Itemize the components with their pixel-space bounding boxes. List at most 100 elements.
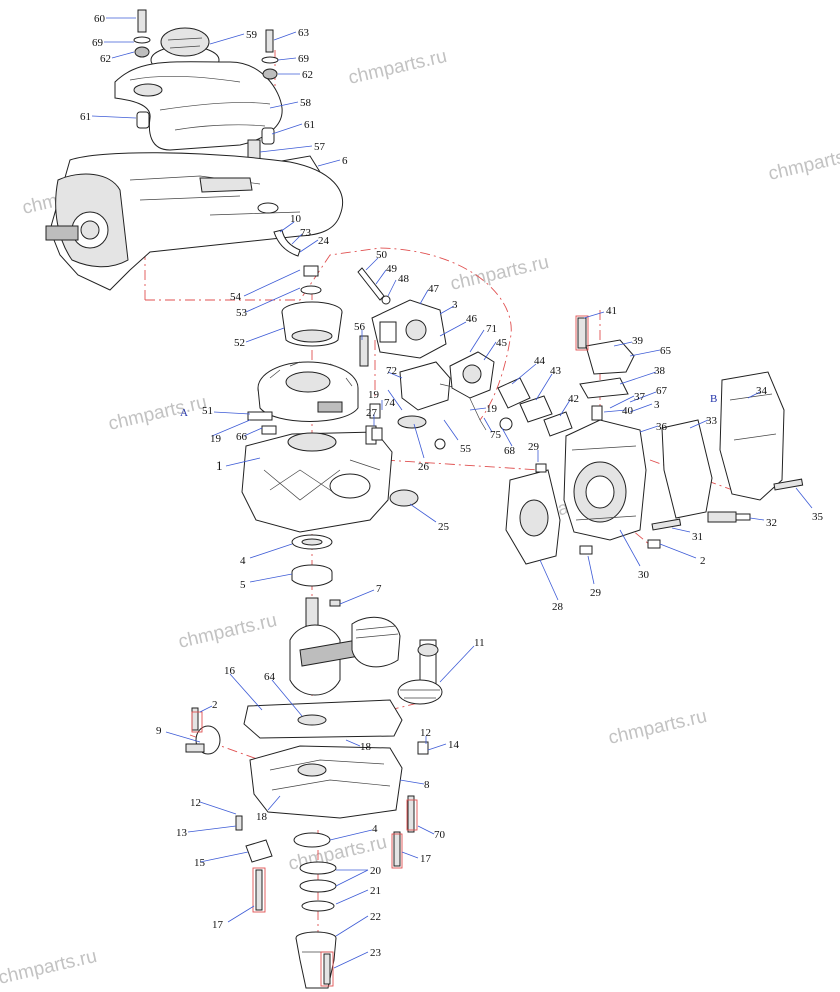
lower-bolts	[235, 795, 415, 985]
callout-51: 51	[202, 405, 213, 417]
lower-bearings	[293, 832, 337, 912]
watermark: chmparts.ru	[766, 142, 840, 185]
callout-60: 60	[94, 13, 106, 25]
callout-38: 38	[654, 365, 666, 377]
callout-61: 61	[80, 111, 91, 123]
callout-28: 28	[552, 601, 564, 613]
callout-66: 66	[236, 431, 248, 443]
watermark: chmparts.ru	[176, 610, 278, 653]
callout-34: 34	[756, 385, 768, 397]
callout-27: 27	[366, 407, 378, 419]
callout-69: 69	[298, 53, 310, 65]
callout-21: 21	[370, 885, 381, 897]
callout-49: 49	[386, 263, 398, 275]
callout-57: 57	[314, 141, 326, 153]
callout-2: 2	[212, 699, 218, 711]
callout-25: 25	[438, 521, 450, 533]
parts	[45, 9, 804, 989]
callout-12: 12	[420, 727, 431, 739]
callout-65: 65	[660, 345, 672, 357]
callout-63: 63	[298, 27, 310, 39]
callout-16: 16	[224, 665, 236, 677]
camshaft	[397, 639, 443, 705]
callout-46: 46	[466, 313, 478, 325]
watermark: chmparts.ru	[448, 252, 550, 295]
callout-11: 11	[474, 637, 485, 649]
carburetor	[449, 351, 495, 399]
flywheel-nut	[300, 265, 322, 295]
callout-31: 31	[692, 531, 703, 543]
callout-8: 8	[424, 779, 430, 791]
callout-4: 4	[240, 555, 246, 567]
crankcase	[241, 425, 419, 533]
rocker-bracket	[577, 317, 635, 421]
callout-55: 55	[460, 443, 472, 455]
cylinder-head	[563, 419, 647, 541]
callout-22: 22	[370, 911, 381, 923]
callout-30: 30	[638, 569, 650, 581]
callout-59: 59	[246, 29, 258, 41]
callout-20: 20	[370, 865, 382, 877]
callout-1: 1	[216, 458, 223, 473]
callout-56: 56	[354, 321, 366, 333]
callout-36: 36	[656, 421, 668, 433]
callout-72: 72	[386, 365, 397, 377]
callout-29: 29	[590, 587, 602, 599]
callout-50: 50	[376, 249, 388, 261]
callout-52: 52	[234, 337, 245, 349]
callout-17: 17	[212, 919, 224, 931]
ignition-coil	[371, 299, 447, 359]
shaft-housing	[295, 931, 337, 989]
callout-35: 35	[812, 511, 824, 523]
crankshaft-piston	[289, 597, 401, 696]
callout-70: 70	[434, 829, 446, 841]
callout-3: 3	[452, 299, 458, 311]
oil-seals	[291, 534, 333, 587]
callout-12: 12	[190, 797, 201, 809]
callout-17: 17	[420, 853, 432, 865]
flywheel	[257, 361, 359, 422]
callout-47: 47	[428, 283, 440, 295]
callout-32: 32	[766, 517, 777, 529]
watermark: chmparts.ru	[346, 46, 448, 89]
callout-26: 26	[418, 461, 430, 473]
callout-71: 71	[486, 323, 497, 335]
callout-61: 61	[304, 119, 315, 131]
callout-43: 43	[550, 365, 562, 377]
callout-23: 23	[370, 947, 382, 959]
callout-37: 37	[634, 391, 646, 403]
callout-3: 3	[654, 399, 660, 411]
watermark: chmparts.ru	[106, 392, 208, 435]
starter-cup	[281, 301, 343, 347]
callout-13: 13	[176, 827, 188, 839]
callout-7: 7	[376, 583, 382, 595]
callout-39: 39	[632, 335, 644, 347]
callout-62: 62	[100, 53, 111, 65]
callout-62: 62	[302, 69, 313, 81]
callout-67: 67	[656, 385, 668, 397]
callout-19: 19	[486, 403, 498, 415]
guide-line	[189, 734, 261, 761]
starter-motor	[397, 361, 487, 450]
watermark: chmparts.ru	[0, 946, 99, 989]
callout-4: 4	[372, 823, 378, 835]
callout-18: 18	[360, 741, 372, 753]
callout-75: 75	[490, 429, 502, 441]
callout-6: 6	[342, 155, 348, 167]
callout-42: 42	[568, 393, 579, 405]
callout-40: 40	[622, 405, 634, 417]
callout-45: 45	[496, 337, 508, 349]
callout-64: 64	[264, 671, 276, 683]
gasket-hole	[519, 499, 549, 537]
callout-19: 19	[210, 433, 222, 445]
callout-53: 53	[236, 307, 248, 319]
callout-41: 41	[606, 305, 617, 317]
guide-line	[145, 247, 512, 421]
callout-15: 15	[194, 857, 206, 869]
callout-33: 33	[706, 415, 718, 427]
callout-24: 24	[318, 235, 330, 247]
callout-68: 68	[504, 445, 516, 457]
oil-pan	[249, 741, 429, 819]
callout-labels: 60 69 62 59 63 69 62 58 61 61 57 6 10 73…	[80, 13, 824, 959]
